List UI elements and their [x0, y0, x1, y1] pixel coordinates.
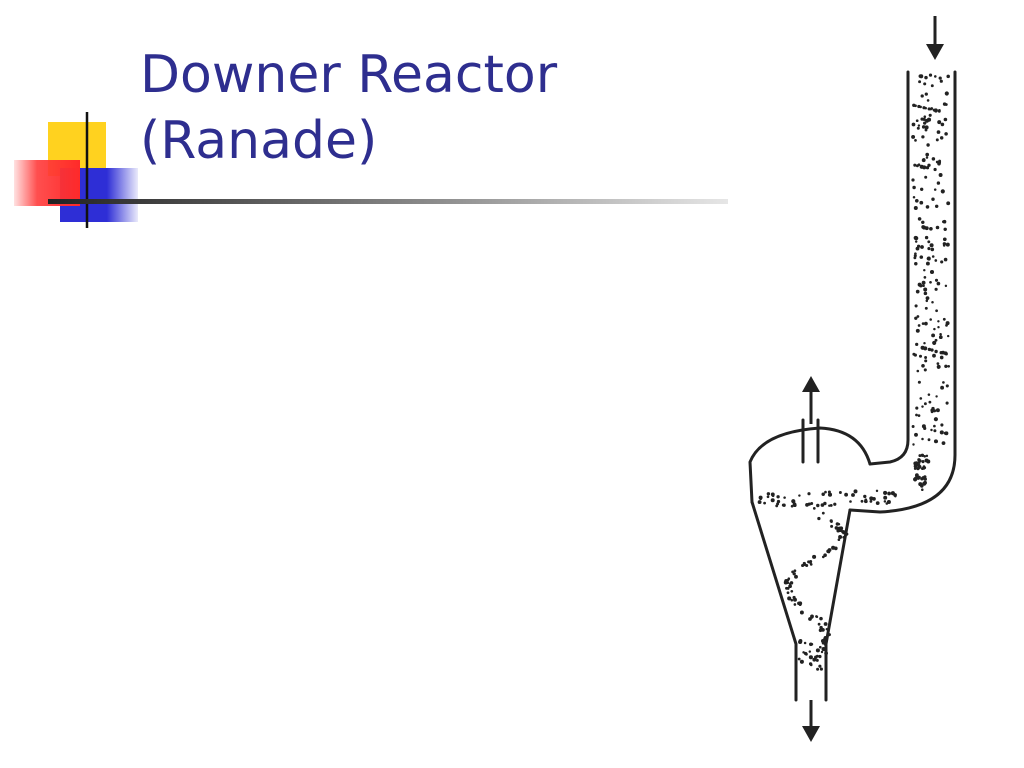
- horizontal-rule: [48, 199, 728, 204]
- slide-title: Downer Reactor (Ranade): [140, 42, 700, 174]
- red-square: [14, 160, 80, 206]
- tube-right-wall: [848, 70, 957, 514]
- gas-outlet-up-arrow: [802, 376, 820, 424]
- title-line-1: Downer Reactor: [140, 45, 558, 105]
- solids-outlet-down-arrow: [802, 700, 820, 742]
- inlet-down-arrow: [926, 16, 944, 60]
- cyclone-dome: [748, 426, 872, 504]
- downer-reactor-diagram: [748, 16, 957, 742]
- cyclone-cone-right: [824, 508, 852, 702]
- tube-left-wall: [868, 70, 910, 466]
- slide-decoration: [14, 112, 728, 228]
- particles: [757, 73, 951, 671]
- cyclone-cone-left: [750, 500, 798, 702]
- title-line-2: (Ranade): [140, 111, 378, 171]
